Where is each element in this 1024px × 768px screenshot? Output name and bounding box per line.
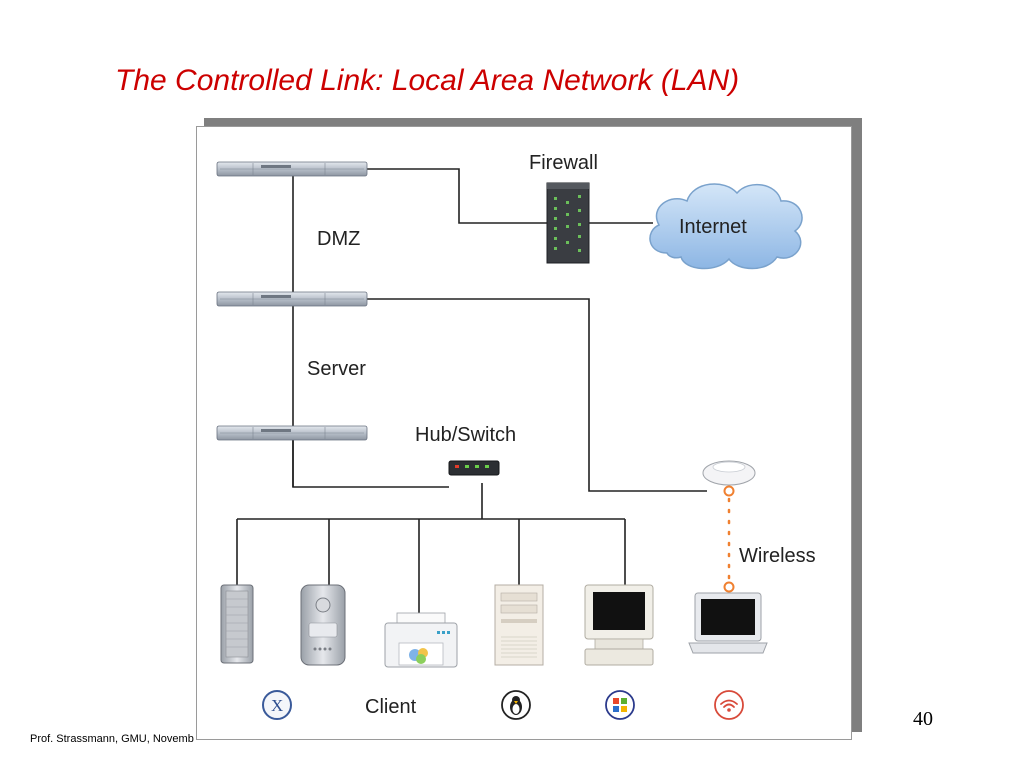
desktop-computer-icon bbox=[494, 584, 544, 666]
dmz-to-firewall-line bbox=[367, 168, 547, 224]
connection-lines bbox=[236, 168, 707, 613]
wireless-access-point-icon bbox=[702, 460, 756, 486]
svg-text:X: X bbox=[271, 696, 283, 715]
web-server-rack-icon bbox=[216, 291, 368, 307]
firewall-icon bbox=[546, 182, 590, 264]
hub-switch-label: Hub/Switch bbox=[415, 424, 516, 446]
internet-label: Internet bbox=[679, 216, 747, 238]
page-number: 40 bbox=[913, 708, 933, 730]
crt-monitor-icon bbox=[584, 584, 654, 666]
windows-logo-icon bbox=[605, 690, 635, 720]
slide-title: The Controlled Link: Local Area Network … bbox=[115, 64, 740, 97]
printer-icon bbox=[384, 612, 458, 668]
dmz-server-rack-icon bbox=[216, 161, 368, 177]
mac-os-x-icon: X bbox=[262, 690, 292, 720]
hub-switch-icon bbox=[448, 460, 500, 476]
network-diagram: Firewall Internet DMZ Server Hub/Switch … bbox=[196, 126, 852, 740]
server-to-wireless-line bbox=[367, 298, 707, 492]
server-label: Server bbox=[307, 358, 366, 380]
tower-computer-icon bbox=[220, 584, 254, 664]
footer-credit: Prof. Strassmann, GMU, Novemb bbox=[30, 733, 194, 745]
linux-penguin-icon bbox=[501, 690, 531, 720]
footer-text: Prof. Strassmann, GMU, Novemb bbox=[30, 733, 194, 745]
wireless-link bbox=[723, 485, 735, 593]
client-label: Client bbox=[365, 696, 417, 718]
workstation-icon bbox=[300, 584, 346, 666]
backbone-to-hub-line bbox=[292, 433, 449, 488]
laptop-icon bbox=[688, 592, 768, 654]
wireless-label: Wireless bbox=[739, 545, 816, 567]
wireless-signal-icon bbox=[714, 690, 744, 720]
dmz-label: DMZ bbox=[317, 228, 360, 250]
internal-server-rack-icon bbox=[216, 425, 368, 441]
firewall-label: Firewall bbox=[529, 152, 598, 174]
internet-cloud-icon bbox=[649, 183, 803, 270]
